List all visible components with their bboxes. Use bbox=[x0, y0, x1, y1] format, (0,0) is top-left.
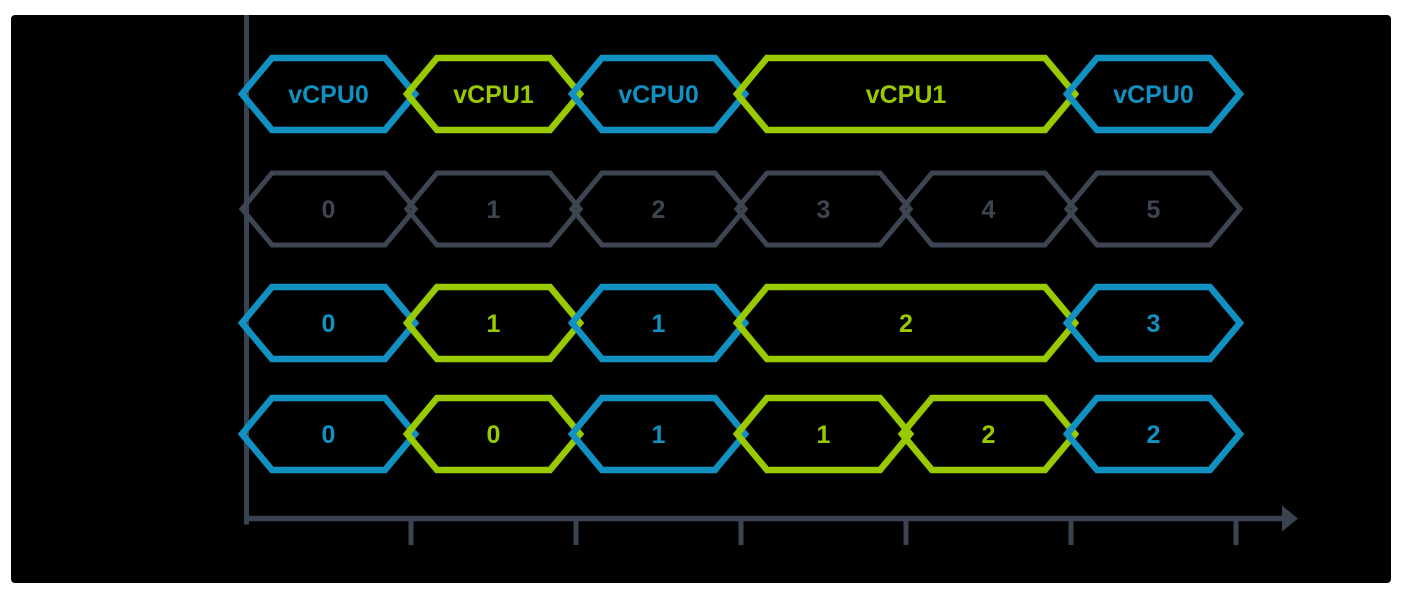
counter-row-b-hexagon bbox=[237, 394, 420, 474]
time-slot-index-row-hexagon bbox=[898, 170, 1079, 248]
counter-row-b-label: 2 bbox=[982, 421, 996, 449]
vcpu-timeline-row-hexagon bbox=[402, 54, 585, 134]
vcpu-timeline-row-label: vCPU0 bbox=[288, 81, 369, 109]
counter-row-b-hexagon bbox=[567, 394, 750, 474]
counter-row-b-label: 0 bbox=[487, 421, 501, 449]
time-slot-index-row-label: 0 bbox=[322, 196, 336, 224]
counter-row-a-label: 0 bbox=[322, 310, 336, 338]
counter-row-b-hexagon bbox=[1062, 394, 1245, 474]
counter-row-b-hexagon bbox=[402, 394, 585, 474]
counter-row-a-hexagon bbox=[237, 283, 420, 363]
counter-row-b-label: 2 bbox=[1147, 421, 1161, 449]
x-axis-arrow-icon bbox=[1282, 505, 1298, 532]
time-slot-index-row-label: 5 bbox=[1147, 196, 1161, 224]
counter-row-a-hexagon bbox=[567, 283, 750, 363]
time-slot-index-row-label: 4 bbox=[982, 196, 996, 224]
vcpu-timeline-row-hexagon bbox=[732, 54, 1080, 134]
time-slot-index-row-hexagon bbox=[1063, 170, 1244, 248]
time-slot-index-row-hexagon bbox=[403, 170, 584, 248]
counter-row-b-label: 1 bbox=[652, 421, 666, 449]
time-slot-index-row-hexagon bbox=[733, 170, 914, 248]
vcpu-timeline-row-label: vCPU0 bbox=[1113, 81, 1194, 109]
vcpu-timeline-row-label: vCPU1 bbox=[453, 81, 534, 109]
counter-row-a-label: 1 bbox=[652, 310, 666, 338]
counter-row-a-label: 3 bbox=[1147, 310, 1161, 338]
counter-row-a-label: 1 bbox=[487, 310, 501, 338]
vcpu-timeline-row-label: vCPU1 bbox=[866, 81, 947, 109]
vcpu-timeline-row-label: vCPU0 bbox=[618, 81, 699, 109]
counter-row-b-label: 1 bbox=[817, 421, 831, 449]
counter-row-b-label: 0 bbox=[322, 421, 336, 449]
time-slot-index-row-hexagon bbox=[238, 170, 419, 248]
counter-row-a-label: 2 bbox=[899, 310, 913, 338]
panel-background bbox=[11, 15, 1391, 583]
time-slot-index-row-label: 1 bbox=[487, 196, 501, 224]
time-slot-index-row-label: 2 bbox=[652, 196, 666, 224]
counter-row-a-hexagon bbox=[732, 283, 1080, 363]
vcpu-timeline-row-hexagon bbox=[567, 54, 750, 134]
vcpu-timeline-row-hexagon bbox=[237, 54, 420, 134]
counter-row-b-hexagon bbox=[732, 394, 915, 474]
counter-row-a-hexagon bbox=[1062, 283, 1245, 363]
counter-row-b-hexagon bbox=[897, 394, 1080, 474]
time-slot-index-row-hexagon bbox=[568, 170, 749, 248]
time-slot-index-row-label: 3 bbox=[817, 196, 831, 224]
vcpu-timeline-row-hexagon bbox=[1062, 54, 1245, 134]
counter-row-a-hexagon bbox=[402, 283, 585, 363]
